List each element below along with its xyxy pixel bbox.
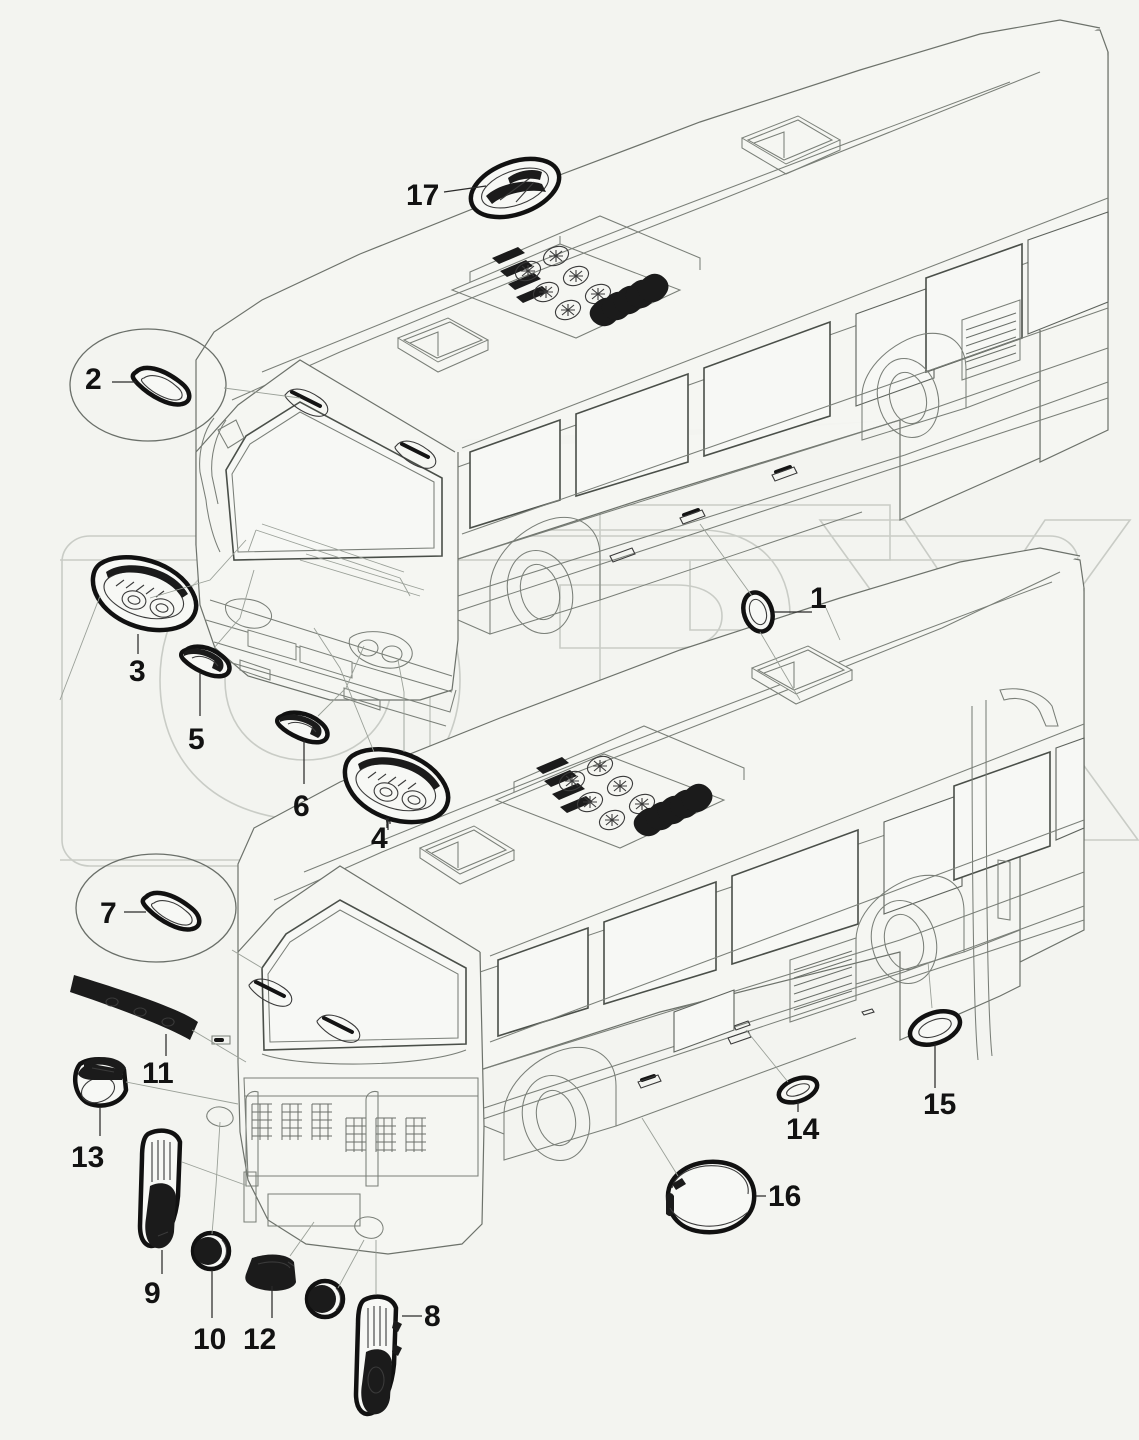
part-front-side-marker-lamp <box>179 644 232 679</box>
leader-16-to-body <box>641 1117 679 1177</box>
leader-7-to-body <box>231 949 263 969</box>
callout-14[interactable]: 14 <box>786 1113 820 1146</box>
upper-vehicle-drawing <box>195 19 1109 727</box>
part-dome-lamp <box>665 1159 757 1235</box>
leader-5-to-body <box>213 569 255 649</box>
callout-6[interactable]: 6 <box>293 790 310 823</box>
part-side-marker-small <box>776 1075 820 1105</box>
part-headlamp-left <box>90 555 199 633</box>
callout-5[interactable]: 5 <box>188 723 205 756</box>
part-rear-trim-strip <box>70 975 198 1040</box>
part-work-lamp <box>72 1056 129 1108</box>
part-license-plate-lamp <box>245 1254 296 1291</box>
callout-17[interactable]: 17 <box>406 179 440 212</box>
callout-13[interactable]: 13 <box>71 1141 105 1174</box>
lower-vehicle-drawing <box>206 547 1085 1255</box>
part-headlamp-right <box>342 747 451 825</box>
part-tail-lamp-left <box>137 1128 183 1249</box>
callout-15[interactable]: 15 <box>923 1088 957 1121</box>
callout-1[interactable]: 1 <box>810 582 827 615</box>
callout-4[interactable]: 4 <box>371 822 388 855</box>
leader-15-to-body <box>927 961 933 1009</box>
part-side-marker-oval <box>907 1009 963 1047</box>
callout-16[interactable]: 16 <box>768 1180 802 1213</box>
leader-1-to-lower <box>759 631 801 701</box>
callout-8[interactable]: 8 <box>424 1300 441 1333</box>
leader-12-to-body <box>289 1221 315 1257</box>
callout-11[interactable]: 11 <box>142 1057 174 1090</box>
callout-12[interactable]: 12 <box>243 1323 277 1356</box>
callout-3[interactable]: 3 <box>129 655 146 688</box>
leader-2-to-body <box>223 387 301 399</box>
leader-10b-to-body <box>337 1239 365 1289</box>
leader-4-to-body-b <box>397 659 405 752</box>
part-rear-roof-marker-lamp <box>75 853 237 963</box>
part-round-reflector-right <box>304 1278 346 1320</box>
part-round-reflector-left <box>190 1230 232 1272</box>
leader-17 <box>443 185 487 193</box>
leader-4-to-body <box>313 627 375 753</box>
callout-2[interactable]: 2 <box>85 363 102 396</box>
leader-3-aux <box>59 595 101 701</box>
part-tail-lamp-right <box>353 1294 402 1417</box>
leader-14-to-body <box>745 1029 789 1083</box>
leader-11-to-body <box>191 1029 247 1063</box>
leader-1-to-upper <box>699 523 753 597</box>
leader-13-to-body <box>125 1081 239 1105</box>
part-cab-roof-marker-lamp <box>69 328 227 442</box>
part-front-turn-signal-lamp <box>275 710 330 745</box>
leader-3-to-body <box>149 539 247 599</box>
part-steering-wheel <box>468 156 562 220</box>
leader-9-to-body <box>181 1161 249 1187</box>
callout-9[interactable]: 9 <box>144 1277 161 1310</box>
callout-10[interactable]: 10 <box>193 1323 227 1356</box>
callout-7[interactable]: 7 <box>100 897 117 930</box>
part-roof-marker-lamp <box>741 590 775 634</box>
leader-10-to-body <box>211 1121 221 1235</box>
leader-1-branch <box>825 607 841 641</box>
leader-6-to-body <box>317 645 365 717</box>
